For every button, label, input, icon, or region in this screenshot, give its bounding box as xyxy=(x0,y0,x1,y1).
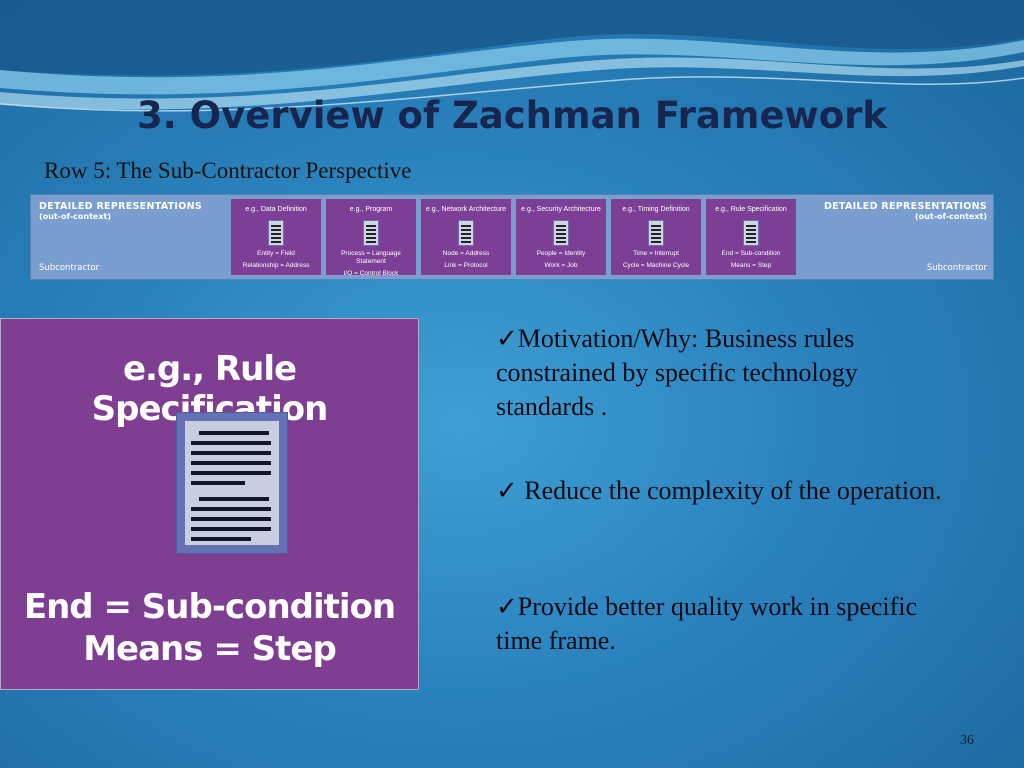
cell-line2: Means = Step xyxy=(730,262,772,269)
document-icon xyxy=(363,220,379,246)
strip-right-paren: (out-of-context) xyxy=(915,212,987,221)
strip-left-heading: DETAILED REPRESENTATIONS xyxy=(39,201,203,212)
strip-cell-program: e.g., Program Process = Language Stateme… xyxy=(326,199,416,277)
strip-left-role: Subcontractor xyxy=(39,263,100,273)
cell-line2: Relationship = Address xyxy=(242,262,310,269)
document-icon xyxy=(648,220,664,246)
slide-subtitle: Row 5: The Sub-Contractor Perspective xyxy=(44,158,412,183)
document-icon xyxy=(176,412,288,554)
cell-title: e.g., Data Definition xyxy=(245,206,307,213)
strip-cell-data: e.g., Data Definition Entity = Field Rel… xyxy=(231,199,321,275)
slide-title: 3. Overview of Zachman Framework xyxy=(137,94,887,137)
cell-title: e.g., Security Architecture xyxy=(521,206,601,213)
cell-title: e.g., Network Architecture xyxy=(425,206,507,213)
cell-line1: Node = Address xyxy=(442,250,490,257)
strip-right-role: Subcontractor xyxy=(926,263,987,273)
cell-title: e.g., Timing Definition xyxy=(622,206,690,213)
strip-left-label: DETAILED REPRESENTATIONS (out-of-context… xyxy=(39,195,239,279)
cell-line2: Cycle = Machine Cycle xyxy=(622,262,690,269)
page-number: 36 xyxy=(960,733,974,748)
cell-title: e.g., Program xyxy=(349,206,393,213)
strip-left-paren: (out-of-context) xyxy=(39,212,111,221)
bullet-item: ✓ Reduce the complexity of the operation… xyxy=(496,476,942,505)
cell-line2: Work = Job xyxy=(544,262,578,269)
cell-line1: Entity = Field xyxy=(257,250,295,257)
cell-line1: Time = Interrupt xyxy=(633,250,679,257)
bullet-item: ✓Motivation/Why: Business rules constrai… xyxy=(496,324,858,421)
document-icon xyxy=(458,220,474,246)
bullet-item: ✓Provide better quality work in specific… xyxy=(496,592,918,655)
strip-right-label: DETAILED REPRESENTATIONS (out-of-context… xyxy=(787,195,987,279)
document-icon xyxy=(553,220,569,246)
cell-line1: End = Sub-condition xyxy=(721,250,781,257)
strip-right-heading: DETAILED REPRESENTATIONS xyxy=(823,201,987,212)
zachman-row-strip: DETAILED REPRESENTATIONS (out-of-context… xyxy=(30,194,994,280)
strip-cell-timing: e.g., Timing Definition Time = Interrupt… xyxy=(611,199,701,275)
cell-title: e.g., Rule Specification xyxy=(715,206,787,213)
cell-line1: Process = Language Statement xyxy=(341,250,401,265)
decorative-waves xyxy=(0,0,1024,112)
panel-line1: End = Sub-condition xyxy=(23,587,396,627)
rule-specification-panel: e.g., Rule Specification End = Sub-condi… xyxy=(0,318,419,690)
panel-line2: Means = Step xyxy=(83,629,337,669)
strip-cell-network: e.g., Network Architecture Node = Addres… xyxy=(421,199,511,275)
strip-cell-security: e.g., Security Architecture People = Ide… xyxy=(516,199,606,275)
cell-line2: Link = Protocol xyxy=(444,262,488,269)
strip-cell-rule: e.g., Rule Specification End = Sub-condi… xyxy=(706,199,796,275)
cell-line1: People = Identity xyxy=(536,250,586,257)
document-icon xyxy=(743,220,759,246)
cell-line2: I/O = Control Block xyxy=(343,270,399,277)
document-icon xyxy=(268,220,284,246)
panel-title: e.g., Rule Specification xyxy=(91,349,329,429)
